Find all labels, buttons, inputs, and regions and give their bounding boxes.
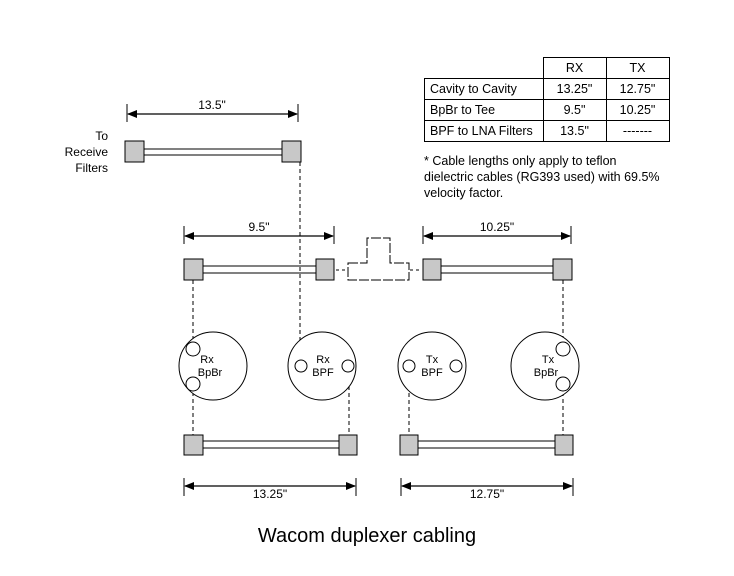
connector: [315, 258, 335, 281]
cavity-rx-bpf: Rx BPF: [287, 331, 357, 401]
receive-filters-label-line: To: [95, 129, 108, 143]
dimension-rx-cavity-label: 13.25": [253, 487, 287, 501]
cavity-label-line1: Rx: [200, 354, 214, 366]
dimension-top-cable: 13.5": [126, 98, 299, 122]
connector: [183, 258, 204, 281]
connector: [124, 140, 145, 163]
table-header-blank: [424, 57, 544, 79]
table-cell-tx: 12.75": [605, 78, 670, 100]
dimension-rx-cavity: 13.25": [183, 478, 357, 501]
cavity-tx-bpf: Tx BPF: [397, 331, 467, 401]
dimension-rx-tee-label: 9.5": [249, 220, 270, 234]
table-row-label: BpBr to Tee: [424, 99, 544, 121]
cavity-label-line2: BPF: [421, 367, 443, 379]
connector: [554, 434, 574, 456]
dimension-tx-cavity: 12.75": [400, 478, 574, 501]
table-cell-rx: 13.25": [542, 78, 607, 100]
connector: [338, 434, 358, 456]
cavity-tx-bpbr: Tx BpBr: [510, 331, 580, 401]
table-header-row: RX TX: [424, 57, 670, 79]
cable-rx-cavity-to-cavity: [183, 434, 358, 456]
table-header-rx: RX: [542, 57, 607, 79]
table-cell-tx: -------: [605, 120, 670, 142]
receive-filters-label-line: Filters: [75, 161, 108, 175]
diagram-title: Wacom duplexer cabling: [258, 525, 476, 547]
dimension-tx-cavity-label: 12.75": [470, 487, 504, 501]
cable-tx-cavity-to-cavity: [399, 434, 574, 456]
cavity-label-line1: Tx: [426, 354, 439, 366]
cable-length-table: RX TX Cavity to Cavity 13.25" 12.75" BpB…: [424, 57, 670, 142]
table-row: Cavity to Cavity 13.25" 12.75": [424, 78, 670, 100]
alignment-guides: [192, 162, 564, 435]
table-row-label: Cavity to Cavity: [424, 78, 544, 100]
connector: [281, 140, 302, 163]
receive-filters-label: To Receive Filters: [40, 128, 108, 176]
cavity-label-line2: BPF: [312, 367, 334, 379]
table-row: BpBr to Tee 9.5" 10.25": [424, 99, 670, 121]
cavity-label-line2: BpBr: [534, 367, 559, 379]
dimension-tx-tee: 10.25": [422, 220, 572, 244]
connector: [399, 434, 419, 456]
dimension-tx-tee-label: 10.25": [480, 220, 514, 234]
table-header-tx: TX: [605, 57, 670, 79]
cable-bpf-to-lna: [124, 140, 302, 163]
table-row: BPF to LNA Filters 13.5" -------: [424, 120, 670, 142]
cable-rx-bpbr-to-tee: [183, 258, 335, 281]
dimension-top-cable-label: 13.5": [198, 98, 226, 112]
table-cell-tx: 10.25": [605, 99, 670, 121]
table-cell-rx: 9.5": [542, 99, 607, 121]
cavity-label-line1: Rx: [316, 354, 330, 366]
table-cell-rx: 13.5": [542, 120, 607, 142]
dimension-rx-tee: 9.5": [183, 220, 335, 244]
connector: [552, 258, 573, 281]
receive-filters-label-line: Receive: [64, 145, 108, 159]
table-row-label: BPF to LNA Filters: [424, 120, 544, 142]
tee-connector: [336, 237, 421, 281]
cable-tx-tee-to-bpbr: [422, 258, 573, 281]
cable-note: * Cable lengths only apply to teflon die…: [424, 154, 660, 200]
cavity-label-line2: BpBr: [198, 367, 223, 379]
connector: [183, 434, 204, 456]
cavity-label-line1: Tx: [542, 354, 555, 366]
cavity-rx-bpbr: Rx BpBr: [178, 331, 248, 401]
connector: [422, 258, 442, 281]
